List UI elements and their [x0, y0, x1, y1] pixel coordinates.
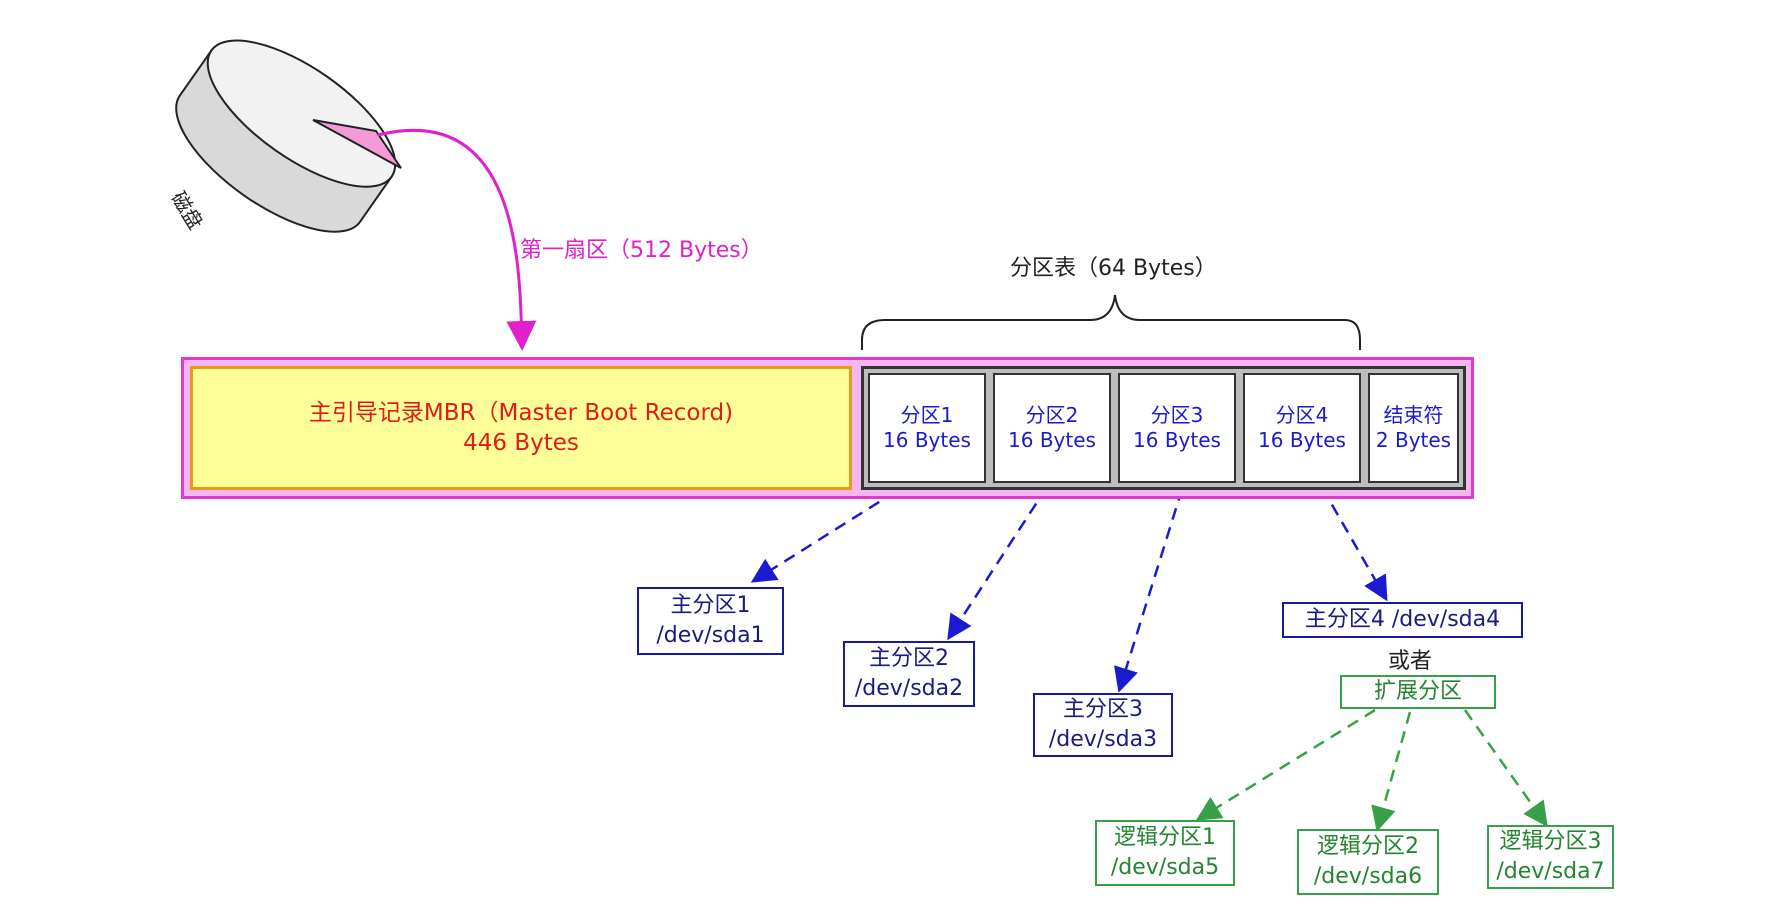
partition-cell-name: 分区1 [900, 403, 954, 427]
partition-device: /dev/sda2 [854, 676, 964, 701]
partition-name: 逻辑分区3 [1499, 829, 1602, 854]
partition-cell-size: 2 Bytes [1375, 428, 1452, 452]
logical-partition-arrows [1195, 708, 1548, 832]
partition-cell-1: 分区1 16 Bytes [868, 373, 986, 483]
primary-partition-4: 主分区4 /dev/sda4 [1282, 602, 1523, 638]
sector-arrow [377, 128, 537, 351]
partition-device: /dev/sda5 [1110, 855, 1220, 880]
logical-partition-3: 逻辑分区3 /dev/sda7 [1487, 825, 1614, 889]
primary-partition-3: 主分区3 /dev/sda3 [1033, 693, 1173, 757]
partition-cell-size: 16 Bytes [1258, 428, 1346, 452]
partition-name: 逻辑分区2 [1317, 834, 1419, 859]
partition-cell-size: 16 Bytes [883, 428, 971, 452]
partition-name: 主分区4 /dev/sda4 [1304, 607, 1501, 632]
primary-partition-1: 主分区1 /dev/sda1 [637, 587, 784, 655]
partition-cell-name: 分区3 [1150, 403, 1204, 427]
partition-cell-name: 分区2 [1025, 403, 1079, 427]
first-sector-wedge [312, 119, 402, 169]
partition-name: 主分区2 [869, 646, 949, 671]
partition-cell-3: 分区3 16 Bytes [1118, 373, 1236, 483]
mbr-block: 主引导记录MBR（Master Boot Record) 446 Bytes [190, 366, 852, 490]
extended-partition-label: 扩展分区 [1373, 679, 1462, 704]
partition-cell-2: 分区2 16 Bytes [993, 373, 1111, 483]
partition-cell-name: 结束符 [1383, 403, 1444, 427]
partition-device: /dev/sda3 [1048, 727, 1158, 752]
extended-partition: 扩展分区 [1340, 675, 1496, 709]
partition-name: 逻辑分区1 [1114, 825, 1216, 850]
first-sector-label: 第一扇区（512 Bytes） [520, 238, 763, 263]
disk-icon [175, 39, 397, 233]
partition-cell-4: 分区4 16 Bytes [1243, 373, 1361, 483]
partition-name: 主分区3 [1063, 697, 1143, 722]
partition-device: /dev/sda1 [656, 623, 765, 648]
partition-cell-size: 16 Bytes [1008, 428, 1096, 452]
partition-name: 主分区1 [670, 593, 751, 618]
logical-partition-2: 逻辑分区2 /dev/sda6 [1297, 829, 1439, 895]
mbr-title: 主引导记录MBR（Master Boot Record) [308, 400, 734, 426]
partition-table-label: 分区表（64 Bytes） [1010, 256, 1217, 281]
partition-table-brace [861, 294, 1361, 350]
logical-partition-1: 逻辑分区1 /dev/sda5 [1095, 820, 1235, 886]
partition-device: /dev/sda6 [1313, 864, 1423, 889]
partition-cell-name: 分区4 [1275, 403, 1329, 427]
partition-device: /dev/sda7 [1496, 859, 1605, 884]
mbr-size: 446 Bytes [463, 430, 579, 456]
partition-cell-end-marker: 结束符 2 Bytes [1368, 373, 1459, 483]
or-label: 或者 [1388, 649, 1433, 674]
primary-partition-2: 主分区2 /dev/sda2 [843, 641, 975, 707]
partition-cell-size: 16 Bytes [1133, 428, 1221, 452]
